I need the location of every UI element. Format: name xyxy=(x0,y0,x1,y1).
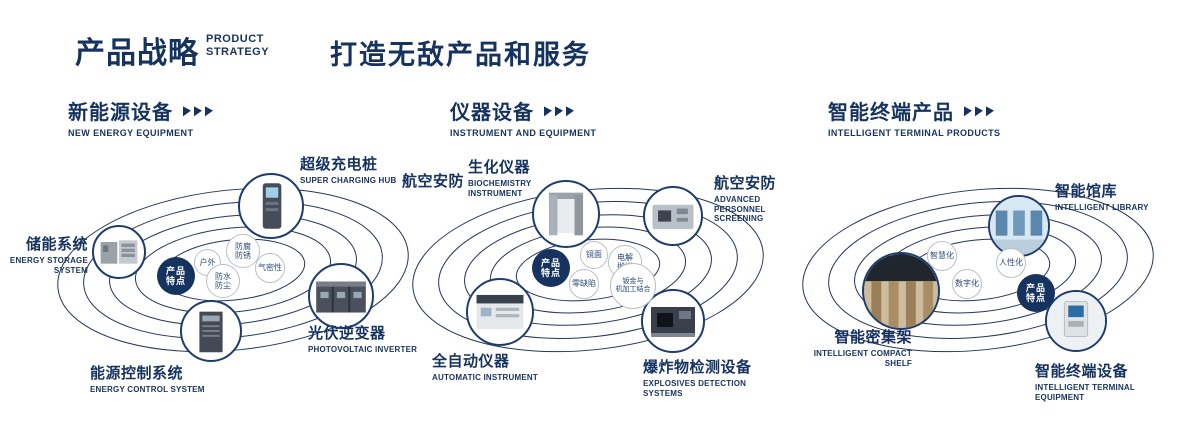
explosives-detection-image xyxy=(641,289,705,353)
page-title-en-line1: PRODUCT xyxy=(206,33,264,45)
feature-bubble-anticorrosion: 防腐防锈 xyxy=(226,234,260,268)
super-charging-hub-image xyxy=(238,173,304,239)
arrows-icon xyxy=(183,105,216,116)
section-title-cn: 仪器设备 xyxy=(450,102,534,124)
section-title-intelligent: 智能终端产品 INTELLIGENT TERMINAL PRODUCTS xyxy=(828,96,1000,138)
badge-line1: 产品 xyxy=(540,257,561,268)
label-intelligent-library: 智能馆库 INTELLIGENT LIBRARY xyxy=(1055,183,1149,212)
energy-control-system-image xyxy=(180,300,242,362)
label-energy-storage: 储能系统 ENERGY STORAGE SYSTEM xyxy=(9,236,88,275)
feature-bubble-humanized: 人性化 xyxy=(996,248,1026,278)
feature-bubble-zero-defect: 零缺陷 xyxy=(569,269,599,299)
section-title-cn: 新能源设备 xyxy=(68,102,173,124)
badge-line2: 特点 xyxy=(540,268,561,278)
compact-shelf-image xyxy=(862,252,940,330)
label-photovoltaic-inverter: 光伏逆变器 PHOTOVOLTAIC INVERTER xyxy=(308,325,418,354)
label-energy-control-system: 能源控制系统 ENERGY CONTROL SYSTEM xyxy=(90,365,205,394)
label-personnel-screening: 航空安防 ADVANCED PERSONNEL SCREENING xyxy=(714,175,777,224)
badge-line2: 特点 xyxy=(1025,293,1046,303)
badge-line1: 产品 xyxy=(1025,282,1046,293)
page-title: 产品战略 xyxy=(75,37,199,70)
security-gate-image xyxy=(532,180,600,248)
energy-storage-image xyxy=(92,225,146,279)
label-terminal-equipment: 智能终端设备 INTELLIGENT TERMINAL EQUIPMENT xyxy=(1035,363,1135,402)
label-aviation-security-left: 航空安防 xyxy=(402,173,465,190)
feature-bubble-mirror: 镜面 xyxy=(580,241,608,269)
feature-bubble-waterproof: 防水防尘 xyxy=(206,264,240,298)
photovoltaic-inverter-image xyxy=(308,263,374,329)
slogan: 打造无敌产品和服务 xyxy=(330,40,591,70)
label-compact-shelf: 智能密集架 INTELLIGENT COMPACT SHELF xyxy=(813,329,912,368)
arrows-icon xyxy=(544,105,577,116)
product-features-badge: 产品 特点 xyxy=(157,257,195,295)
product-features-badge: 产品 特点 xyxy=(532,249,570,287)
label-biochemistry-instrument: 生化仪器 BIOCHEMISTRY INSTRUMENT xyxy=(468,159,532,198)
label-explosives-detection: 爆炸物检测设备 EXPLOSIVES DETECTION SYSTEMS xyxy=(643,359,752,398)
feature-bubble-digital: 数字化 xyxy=(952,269,982,299)
section-title-instrument: 仪器设备 INSTRUMENT AND EQUIPMENT xyxy=(450,96,596,138)
automatic-instrument-image xyxy=(466,278,534,346)
arrows-icon xyxy=(964,105,997,116)
intelligent-library-image xyxy=(988,195,1050,257)
feature-bubble-sheetmetal: 钣金与机加工结合 xyxy=(610,263,656,309)
personnel-screening-image xyxy=(643,186,703,246)
section-title-en: INTELLIGENT TERMINAL PRODUCTS xyxy=(828,128,1001,138)
label-super-charging-hub: 超级充电桩 SUPER CHARGING HUB xyxy=(300,156,397,185)
label-automatic-instrument: 全自动仪器 AUTOMATIC INSTRUMENT xyxy=(432,353,538,382)
badge-line2: 特点 xyxy=(165,276,186,286)
product-features-badge: 产品 特点 xyxy=(1017,274,1055,312)
section-title-en: INSTRUMENT AND EQUIPMENT xyxy=(450,128,597,138)
section-title-cn: 智能终端产品 xyxy=(828,102,954,124)
page-title-en-line2: STRATEGY xyxy=(206,45,270,58)
section-title-new-energy: 新能源设备 NEW ENERGY EQUIPMENT xyxy=(68,96,216,138)
feature-bubble-smart: 智慧化 xyxy=(927,241,957,271)
section-title-en: NEW ENERGY EQUIPMENT xyxy=(68,128,194,138)
page-title-en: PRODUCT STRATEGY xyxy=(206,33,269,58)
feature-bubble-airtight: 气密性 xyxy=(255,253,285,283)
badge-line1: 产品 xyxy=(165,265,186,276)
terminal-kiosk-image xyxy=(1045,290,1107,352)
